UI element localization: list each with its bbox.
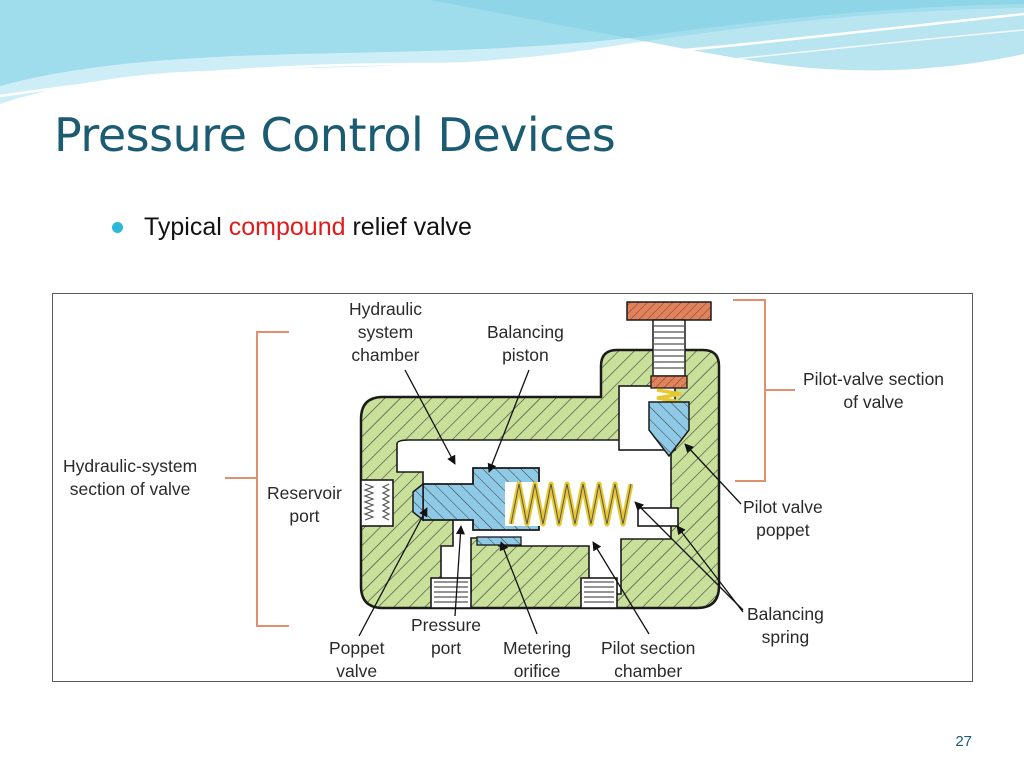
label-hydraulic-system-section: Hydraulic-system section of valve (63, 456, 198, 499)
bracket-pilot-section (733, 299, 795, 482)
reservoir-port-threads (360, 479, 394, 527)
bullet-item: Typical compound relief valve (112, 210, 472, 244)
bullet-highlight: compound (228, 212, 346, 241)
label-pilot-section-chamber: Pilot section chamber (601, 638, 696, 681)
page-number: 27 (955, 733, 972, 750)
header-wave-decoration (0, 0, 1024, 111)
bullet-text-after: relief valve (352, 212, 472, 241)
bracket-hydraulic-section (225, 331, 289, 627)
label-pressure-port: Pressure port (411, 615, 482, 658)
relief-valve-drawing (225, 299, 795, 637)
pressure-port-threads (430, 577, 472, 609)
label-reservoir-port: Reservoir port (267, 483, 342, 526)
label-pilot-valve-poppet: Pilot valve poppet (743, 497, 823, 540)
metering-orifice-plug (476, 536, 522, 546)
label-metering-orifice: Metering orifice (503, 638, 572, 681)
label-poppet-valve: Poppet valve (329, 638, 385, 681)
bullet-text-before: Typical (144, 212, 222, 241)
pilot-valve-assembly (626, 301, 712, 458)
pilot-valve-poppet (648, 401, 690, 458)
leader-lines (358, 369, 744, 637)
slide-title: Pressure Control Devices (54, 108, 616, 162)
label-pilot-valve-section: Pilot-valve section of valve (803, 369, 945, 412)
label-balancing-piston: Balancing piston (487, 322, 564, 365)
relief-valve-diagram: Hydraulic system chamber Balancing pisto… (52, 293, 973, 682)
pilot-drain-threads (580, 577, 618, 609)
bullet-dot-icon (112, 221, 123, 233)
label-balancing-spring: Balancing spring (747, 604, 824, 647)
label-hydraulic-system-chamber: Hydraulic system chamber (349, 299, 422, 365)
